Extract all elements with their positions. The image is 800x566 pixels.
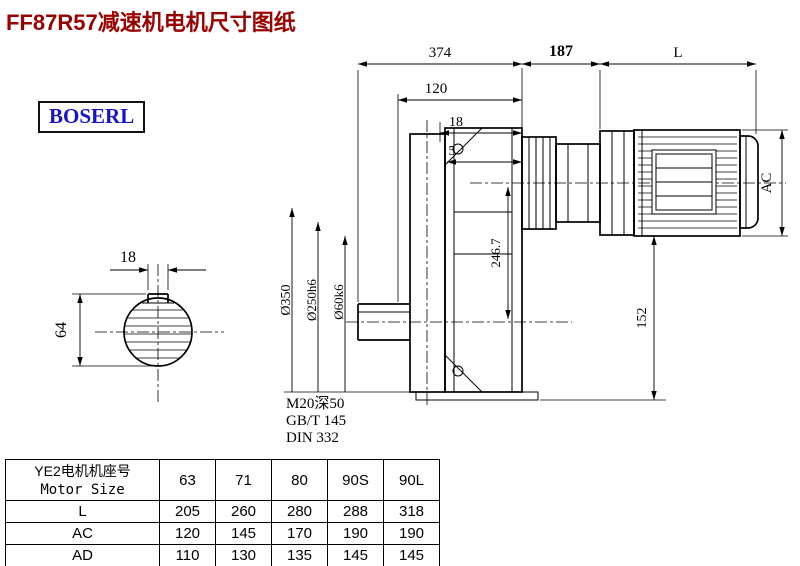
header-cn-label: YE2电机机座号 [34, 462, 131, 479]
cell: 110 [159, 544, 216, 566]
motor-size-table: YE2电机机座号 Motor Size 63 71 80 90S 90L L 2… [5, 459, 440, 566]
cell: 130 [215, 544, 272, 566]
row-label: AC [5, 522, 160, 545]
col-header: 71 [215, 459, 272, 501]
col-header: 63 [159, 459, 216, 501]
table-header-row: YE2电机机座号 Motor Size 63 71 80 90S 90L [5, 459, 440, 501]
dim-18: 18 [449, 115, 463, 130]
technical-drawing: 18 64 [53, 43, 788, 446]
col-header: 80 [271, 459, 328, 501]
dim-spigot-dia: Ø250h6 [304, 279, 319, 321]
cell: 135 [271, 544, 328, 566]
cell: 205 [159, 500, 216, 523]
cell: 170 [271, 522, 328, 545]
cell: 190 [327, 522, 384, 545]
dim-5: 5 [449, 144, 456, 159]
cell: 120 [159, 522, 216, 545]
page-title: FF87R57减速机电机尺寸图纸 [6, 10, 296, 35]
dim-flange-dia: Ø350 [279, 284, 294, 315]
note-thread: M20深50 [286, 395, 344, 412]
dim-shaft-key-height: 64 [53, 322, 70, 338]
dim-motor-dia: AC [759, 173, 775, 194]
cell: 190 [383, 522, 440, 545]
col-header: 90S [327, 459, 384, 501]
main-side-view [346, 120, 786, 408]
dim-adapter-length: 187 [549, 43, 573, 60]
shaft-section-view: 18 64 [53, 249, 224, 404]
dim-shaft-dia: Ø60k6 [331, 284, 346, 320]
brand-logo: BOSERL [38, 101, 146, 133]
dim-motor-length: L [673, 45, 682, 61]
cell: 145 [215, 522, 272, 545]
cell: 288 [327, 500, 384, 523]
note-din: DIN 332 [286, 430, 339, 446]
dimension-annotations: 374 187 L 120 18 5 AC 246.7 152 [279, 43, 788, 446]
cell: 318 [383, 500, 440, 523]
cell: 145 [383, 544, 440, 566]
dim-120: 120 [425, 81, 448, 97]
table-header-motor-size: YE2电机机座号 Motor Size [5, 459, 160, 501]
cell: 145 [327, 544, 384, 566]
row-label: AD [5, 544, 160, 566]
cell: 260 [215, 500, 272, 523]
table-row-AD: AD 110 130 135 145 145 [5, 544, 440, 566]
dim-total-length: 374 [429, 45, 452, 61]
dim-key-width: 18 [120, 249, 136, 266]
table-row-L: L 205 260 280 288 318 [5, 500, 440, 523]
dim-center-height: 246.7 [488, 238, 503, 268]
table-row-AC: AC 120 145 170 190 190 [5, 522, 440, 545]
col-header: 90L [383, 459, 440, 501]
header-en-label: Motor Size [40, 481, 125, 498]
dim-152: 152 [635, 308, 650, 329]
row-label: L [5, 500, 160, 523]
cell: 280 [271, 500, 328, 523]
note-gbt: GB/T 145 [286, 413, 346, 429]
